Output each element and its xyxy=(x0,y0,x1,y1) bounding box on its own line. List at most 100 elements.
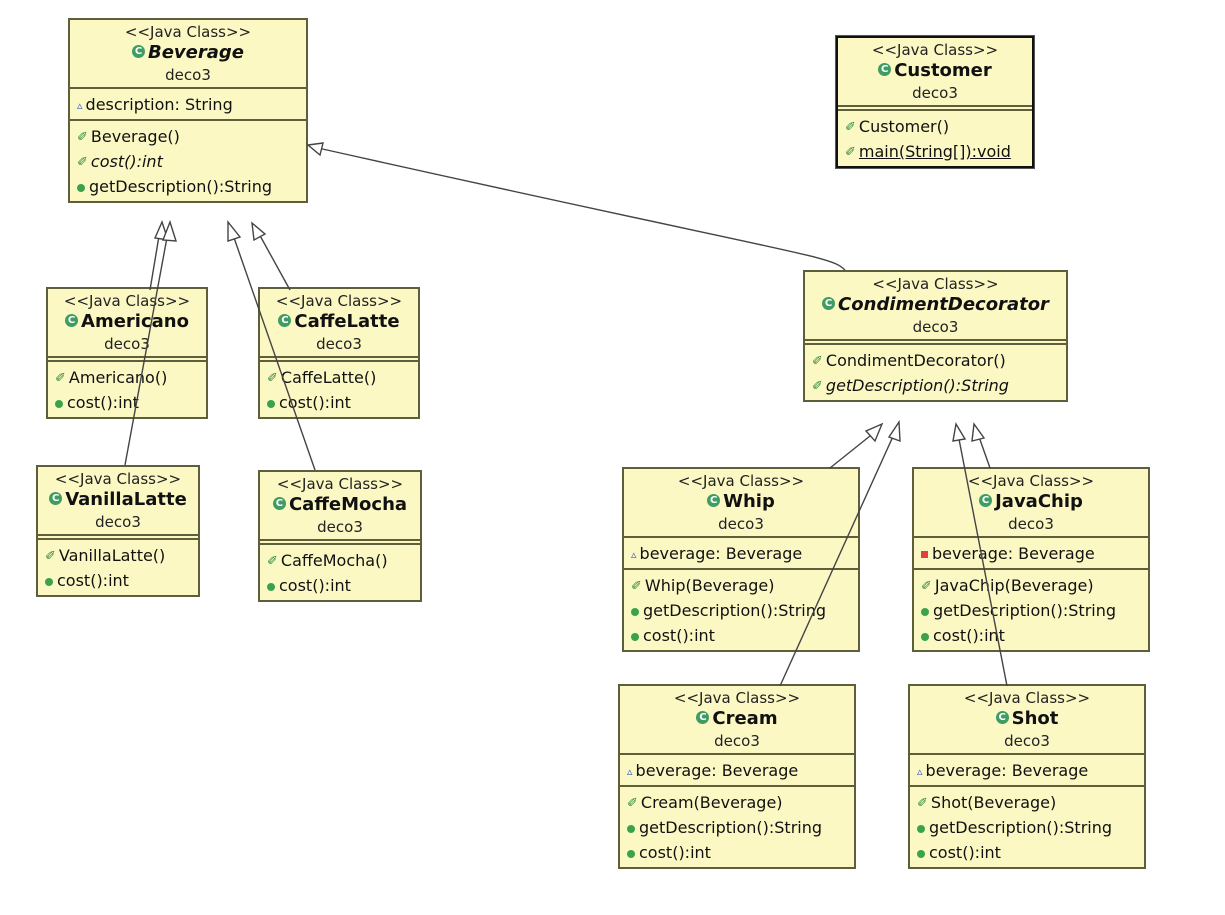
methods-compartment: ✐VanillaLatte() cost():int xyxy=(38,538,198,595)
package-private-icon: ▵ xyxy=(631,548,637,561)
method-item[interactable]: ✐Beverage() xyxy=(77,127,180,146)
method-item[interactable]: cost():int xyxy=(267,390,412,415)
field-item[interactable]: beverage: Beverage xyxy=(921,541,1142,566)
class-icon: C xyxy=(278,313,292,327)
fields-compartment: beverage: Beverage xyxy=(914,536,1148,568)
field-item[interactable]: ▵beverage: Beverage xyxy=(631,544,803,563)
method-item[interactable]: ✐Whip(Beverage) xyxy=(631,576,775,595)
class-icon: C xyxy=(132,44,145,58)
methods-compartment: ✐CaffeMocha() cost():int xyxy=(260,543,420,600)
constructor-icon: ✐ xyxy=(812,379,823,394)
package-label: deco3 xyxy=(912,84,958,102)
inheritance-arrowhead xyxy=(306,142,324,157)
public-icon xyxy=(627,849,635,858)
package-label: deco3 xyxy=(317,518,363,536)
stereotype-label: <<Java Class>> xyxy=(963,689,1091,707)
methods-compartment: ✐JavaChip(Beverage) getDescription():Str… xyxy=(914,568,1148,650)
method-item[interactable]: cost():int xyxy=(627,840,848,865)
method-item[interactable]: ✐Americano() xyxy=(55,368,168,387)
method-item[interactable]: ✐CaffeMocha() xyxy=(267,551,388,570)
stereotype-label: <<Java Class>> xyxy=(872,275,999,293)
public-icon xyxy=(921,607,929,616)
method-item[interactable]: cost():int xyxy=(55,390,200,415)
method-item[interactable]: ✐JavaChip(Beverage) xyxy=(921,576,1094,595)
package-label: deco3 xyxy=(1004,732,1050,750)
package-label: deco3 xyxy=(165,66,211,84)
field-item[interactable]: ▵description: String xyxy=(77,95,233,114)
public-icon xyxy=(45,577,53,586)
fields-compartment: ▵beverage: Beverage xyxy=(910,753,1144,785)
inheritance-line-americano-beverage xyxy=(149,229,161,291)
fields-compartment xyxy=(260,539,420,543)
inheritance-arrowhead xyxy=(971,422,986,442)
public-icon xyxy=(267,399,275,408)
constructor-icon: ✐ xyxy=(812,354,823,369)
method-item[interactable]: ✐Shot(Beverage) xyxy=(917,793,1057,812)
public-icon xyxy=(77,183,85,192)
method-item[interactable]: getDescription():String xyxy=(627,815,848,840)
inheritance-arrowhead xyxy=(864,422,884,443)
method-item[interactable]: cost():int xyxy=(921,623,1142,648)
method-item[interactable]: cost():int xyxy=(45,568,192,593)
method-item[interactable]: cost():int xyxy=(267,573,414,598)
method-item[interactable]: ✐CaffeLatte() xyxy=(267,368,377,387)
class-icon: C xyxy=(995,710,1009,724)
method-item[interactable]: ✐main(String[]):void xyxy=(845,142,1011,161)
stereotype-label: <<Java Class>> xyxy=(967,472,1095,490)
constructor-icon: ✐ xyxy=(55,371,66,386)
method-item[interactable]: ✐cost():int xyxy=(77,152,163,171)
stereotype-label: <<Java Class>> xyxy=(673,689,801,707)
fields-compartment xyxy=(805,339,1066,343)
method-item[interactable]: cost():int xyxy=(917,840,1138,865)
stereotype-label: <<Java Class>> xyxy=(275,292,403,310)
package-private-icon: ▵ xyxy=(627,765,633,778)
public-icon xyxy=(55,399,63,408)
constructor-icon: ✐ xyxy=(845,120,856,135)
class-icon: C xyxy=(822,296,836,310)
field-item[interactable]: ▵beverage: Beverage xyxy=(627,761,799,780)
private-icon xyxy=(921,551,928,558)
fields-compartment: ▵description: String xyxy=(70,87,306,119)
package-private-icon: ▵ xyxy=(77,99,83,112)
class-icon: C xyxy=(49,491,63,505)
method-item[interactable]: getDescription():String xyxy=(631,598,852,623)
method-item[interactable]: ✐Customer() xyxy=(845,117,950,136)
class-icon: C xyxy=(696,710,710,724)
stereotype-label: <<Java Class>> xyxy=(677,472,805,490)
method-item[interactable]: ✐CondimentDecorator() xyxy=(812,351,1006,370)
inheritance-arrowhead xyxy=(162,219,177,242)
stereotype-label: <<Java Class>> xyxy=(54,470,182,488)
method-item[interactable]: ✐VanillaLatte() xyxy=(45,546,166,565)
public-icon xyxy=(917,824,925,833)
method-item[interactable]: ✐getDescription():String xyxy=(812,376,1009,395)
method-item[interactable]: cost():int xyxy=(631,623,852,648)
methods-compartment: ✐Customer() ✐main(String[]):void xyxy=(838,109,1032,166)
methods-compartment: ✐CondimentDecorator() ✐getDescription():… xyxy=(805,343,1066,400)
package-label: deco3 xyxy=(1008,515,1054,533)
inheritance-line-condimentdecorator-beverage xyxy=(317,147,846,271)
constructor-icon: ✐ xyxy=(77,130,88,145)
field-item[interactable]: ▵beverage: Beverage xyxy=(917,761,1089,780)
method-item[interactable]: getDescription():String xyxy=(917,815,1138,840)
method-item[interactable]: ✐Cream(Beverage) xyxy=(627,793,783,812)
constructor-icon: ✐ xyxy=(631,579,642,594)
method-item[interactable]: getDescription():String xyxy=(921,598,1142,623)
public-icon xyxy=(267,582,275,591)
method-item[interactable]: getDescription():String xyxy=(77,174,300,199)
